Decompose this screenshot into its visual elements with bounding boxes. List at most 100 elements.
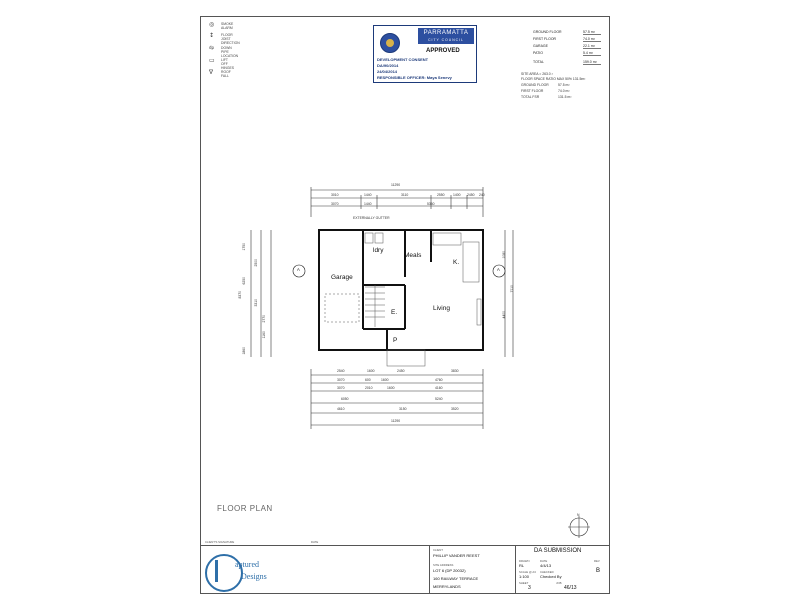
drawing-date: 4/4/13 [540, 563, 552, 568]
consent-date: 24/04/2014 [377, 69, 398, 74]
dim-label: 2770 [262, 314, 267, 323]
lift-off-hinges-icon: ▭ [209, 57, 215, 64]
room-living: Living [433, 305, 450, 312]
dim-label: 4610 [337, 407, 345, 411]
fsr-subheading: FLOOR SPACE RATIO MAX 50% 131.5m² [521, 77, 586, 81]
dim-label: 1440 [364, 202, 372, 206]
room-porch: P [393, 337, 398, 344]
roof-icon: ∇ [209, 69, 214, 76]
logo-bar-icon [215, 560, 218, 582]
site-label: SITE ADDRESS [433, 563, 454, 567]
drawn-label: DRAWN [519, 559, 530, 563]
dim-label: 1600 [381, 378, 389, 382]
council-banner: PARRAMATTA CITY COUNCIL [418, 28, 474, 44]
dim-label: 3520 [451, 407, 459, 411]
client-name: PHILLIP VANDER REEST [433, 553, 480, 558]
dim-label: 6250 [242, 276, 247, 285]
council-name: PARRAMATTA [423, 30, 469, 36]
dim-label: 2500 [254, 258, 259, 267]
scale-value: 1:100 [519, 574, 530, 579]
submission-cell: DA SUBMISSION DRAWN RL DATE 4/4/13 SCALE… [515, 546, 610, 594]
fsr-label: FIRST FLOOR [521, 89, 544, 93]
scale-label: SCALE @ A3 [519, 570, 536, 574]
dim-label: 1860 [242, 346, 247, 355]
drawing-sheet: ◎ SMOKE ALARM ↕ FLOOR JOIST DIRECTION dp… [200, 16, 610, 594]
site-line-3: MERRYLANDS [433, 584, 461, 589]
client-signature-label: CLIENT'S SIGNATURE [205, 540, 235, 544]
dim-label: 3830 [451, 369, 459, 373]
legend-text: ROOF FALL [221, 70, 231, 78]
dim-label: 2450 [467, 193, 475, 197]
dim-label: 2550 [437, 193, 445, 197]
dim-label: 600 [365, 378, 371, 382]
revision-value: B [596, 568, 601, 574]
legend-text: DOWN PIPE LOCATION [221, 46, 239, 58]
fsr-value: 57.5 m² [558, 83, 570, 87]
north-point-label: N [577, 513, 580, 517]
fsr-value: 74.0 m² [558, 89, 570, 93]
floor-plan-title: FLOOR PLAN [217, 504, 273, 513]
dim-label: 1600 [367, 369, 375, 373]
legend-text: LIFT OFF HINGES [221, 58, 234, 70]
legend-text: FLOOR JOIST DIRECTION [221, 33, 240, 45]
client-label: CLIENT [433, 548, 443, 552]
dim-label: 5240 [435, 397, 443, 401]
dim-label: 2540 [337, 369, 345, 373]
dim-label: 1440 [364, 193, 372, 197]
dim-overall-bottom: 11290 [391, 419, 401, 423]
dim-label: 3110 [401, 193, 409, 197]
legend-text: SMOKE ALARM [221, 22, 234, 30]
job-label: JOB [556, 581, 562, 585]
site-line-2: 160 RAILWAY TERRACE [433, 576, 479, 581]
room-garage: Garage [331, 274, 353, 281]
room-meals: Meals [404, 252, 422, 259]
responsible-officer: RESPONSIBLE OFFICER: Maya Senevy [377, 75, 452, 80]
client-cell: CLIENT PHILLIP VANDER REEST SITE ADDRESS… [429, 546, 516, 594]
submission-title: DA SUBMISSION [534, 548, 582, 554]
title-block: CLIENT'S SIGNATURE DATE aptured Designs … [201, 540, 610, 594]
drawn-value: RL [519, 563, 525, 568]
dim-label: 7110 [509, 285, 514, 293]
down-pipe-icon: dp [209, 45, 215, 50]
dim-label: 3310 [254, 298, 259, 307]
smoke-alarm-icon: ◎ [209, 21, 215, 28]
checked-label: CHECKED [540, 570, 554, 574]
fsr-heading: SITE AREA = 263.0 ² [521, 72, 553, 76]
section-marker-right: A [497, 267, 500, 272]
council-approval-stamp: PARRAMATTA CITY COUNCIL APPROVED DEVELOP… [373, 25, 477, 83]
dim-label: 1600 [387, 386, 395, 390]
dim-label: 6050 [341, 397, 349, 401]
room-entry: E. [391, 309, 398, 316]
external-gutter-note: EXTERNALLY GUTTER [353, 216, 390, 220]
fsr-value: 131.5 m² [558, 95, 572, 99]
dim-label: 1750 [242, 242, 247, 251]
sheet-value: 3 [528, 585, 531, 591]
drawing-date-label: DATE [540, 559, 548, 563]
dim-label: 4400 [502, 310, 507, 319]
room-laundry: ldry [373, 247, 384, 254]
sheet-label: SHEET [519, 581, 529, 585]
dim-label: 4760 [435, 378, 443, 382]
dim-label: 3010 [331, 193, 339, 197]
dim-label: 8370 [238, 290, 243, 299]
logo-word-1: aptured [235, 560, 259, 569]
consent-label: DEVELOPMENT CONSENT [377, 57, 429, 62]
dim-label: 3070 [331, 202, 339, 206]
dim-label: 1400 [453, 193, 461, 197]
revision-label: REV [594, 559, 600, 563]
floor-joist-icon: ↕ [209, 32, 215, 39]
council-subtitle: CITY COUNCIL [428, 38, 464, 42]
dim-label: 4160 [435, 386, 443, 390]
consent-reference: DA/90/2014 [377, 63, 399, 68]
checked-value: Checked By [540, 574, 562, 579]
logo-word-2: Designs [241, 572, 267, 581]
job-value: 46/13 [564, 585, 577, 591]
section-marker-left: A [297, 267, 300, 272]
dim-label: 3070 [337, 386, 345, 390]
dim-label: 2010 [365, 386, 373, 390]
